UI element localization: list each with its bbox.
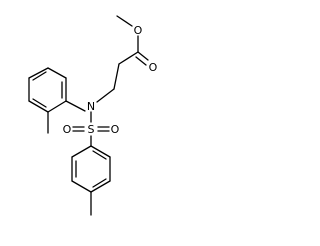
bond-ch2-ch2 bbox=[113, 63, 120, 90]
double-bond-inner bbox=[32, 98, 47, 108]
bond bbox=[28, 100, 49, 113]
carbonyl-oxygen-label: O bbox=[149, 61, 158, 74]
sulfur-label: S bbox=[88, 123, 95, 136]
bond-ch2-carbonyl bbox=[118, 51, 139, 65]
tosyl-ring-bonds bbox=[71, 145, 111, 216]
ester-oxygen-label: O bbox=[134, 24, 143, 37]
structure-canvas: N S O O O O bbox=[28, 15, 158, 216]
sulfonyl-bonds bbox=[72, 111, 110, 147]
bond-ring-n bbox=[65, 100, 86, 112]
carbonyl-double-bond bbox=[137, 51, 149, 61]
ester-chain-bonds bbox=[96, 15, 149, 103]
bond bbox=[90, 180, 111, 193]
bond bbox=[71, 180, 92, 193]
bond bbox=[28, 67, 49, 79]
sulfonyl-oxygen-right-label: O bbox=[111, 123, 120, 136]
double-bond-inner bbox=[92, 178, 107, 188]
bond bbox=[47, 67, 67, 79]
atom-labels: N S O O O O bbox=[63, 24, 158, 136]
bond bbox=[71, 145, 92, 158]
bond-oxygen-methyl bbox=[116, 15, 133, 27]
double-bond-inner bbox=[32, 71, 47, 81]
molecule-diagram: N S O O O O bbox=[28, 15, 158, 216]
bond bbox=[90, 145, 111, 158]
double-bond-inner bbox=[92, 150, 107, 160]
sulfonyl-oxygen-left-label: O bbox=[63, 123, 72, 136]
carbonyl-double-bond bbox=[135, 56, 147, 66]
bond bbox=[47, 100, 67, 113]
nitrogen-label: N bbox=[87, 100, 95, 113]
bond-n-ch2 bbox=[96, 88, 115, 103]
tolyl-ring-bonds bbox=[28, 67, 86, 134]
